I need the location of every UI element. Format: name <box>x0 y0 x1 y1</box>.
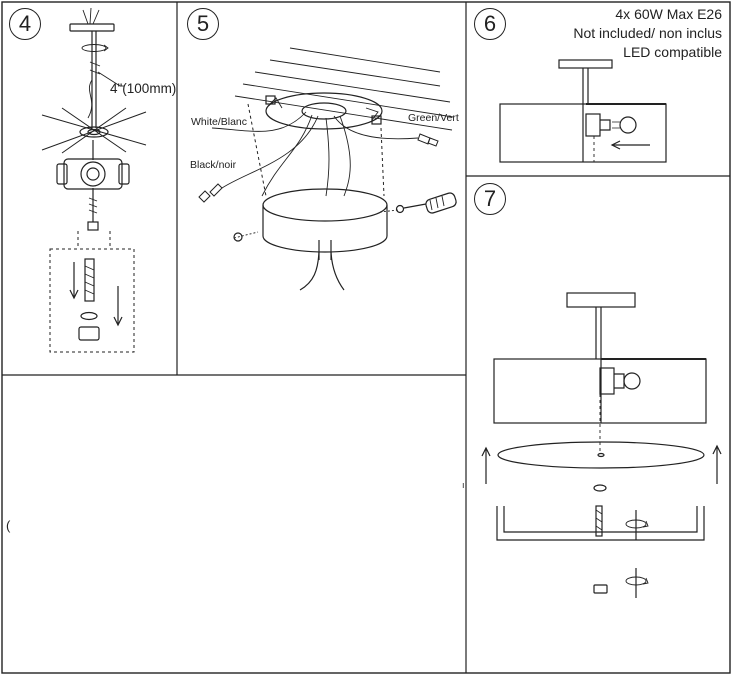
step6-illustration <box>499 59 667 163</box>
stray-mark-left: ( <box>6 518 11 533</box>
black-wire-label: Black/noir <box>190 159 237 171</box>
step-7-number: 7 <box>474 183 506 215</box>
step7-illustration <box>481 292 722 598</box>
step-4-number: 4 <box>9 8 41 40</box>
step-6-number: 6 <box>474 8 506 40</box>
bulb-spec-line2: Not included/ non inclus <box>573 25 722 41</box>
bulb-spec-line3: LED compatible <box>623 44 722 60</box>
step4-illustration <box>41 7 147 353</box>
rod-length-label: 4"(100mm) <box>110 81 177 96</box>
bulb-spec-line1: 4x 60W Max E26 <box>615 6 722 22</box>
white-wire-label: White/Blanc <box>191 116 248 128</box>
step5-illustration <box>198 47 457 291</box>
mounting-bar <box>69 23 115 32</box>
step-5-number: 5 <box>187 8 219 40</box>
green-wire-label: Green/Vert <box>408 112 459 124</box>
stray-mark-center: ı <box>462 480 465 490</box>
